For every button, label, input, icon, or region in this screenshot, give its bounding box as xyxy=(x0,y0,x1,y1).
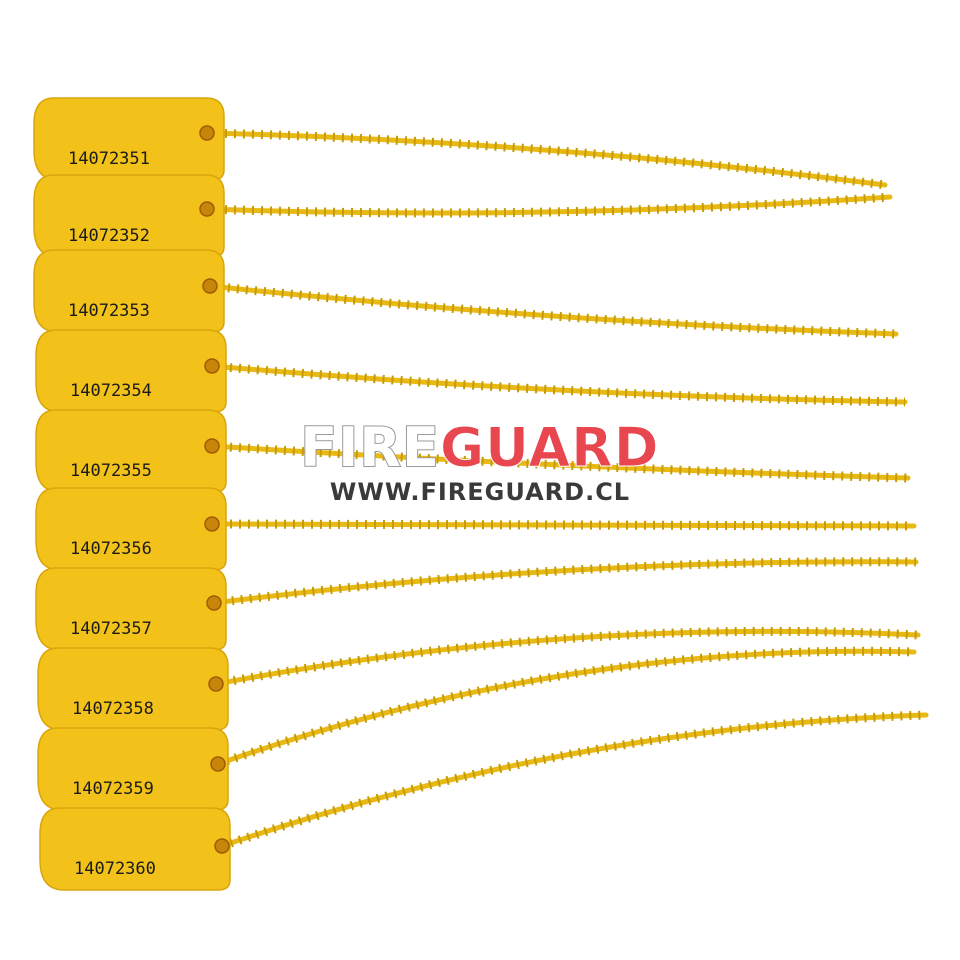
seal-serial: 14072360 xyxy=(74,859,156,879)
seal-serial: 14072352 xyxy=(68,226,150,246)
seal-9: 14072359 xyxy=(37,646,917,811)
seal-serial: 14072359 xyxy=(72,779,154,799)
strap-ridges xyxy=(206,128,886,190)
strap xyxy=(219,712,929,849)
strap xyxy=(213,628,921,687)
strap xyxy=(204,130,888,188)
seal-serial: 14072354 xyxy=(70,381,152,401)
seal-serial: 14072357 xyxy=(70,619,152,639)
strap-ridges xyxy=(220,710,927,851)
seal-serial: 14072353 xyxy=(68,301,150,321)
seal-5: 14072355 xyxy=(35,409,911,493)
seal-hole xyxy=(204,516,220,532)
strap-ridges xyxy=(213,557,917,608)
seal-hole xyxy=(210,756,226,772)
seal-8: 14072358 xyxy=(37,626,921,731)
seal-7: 14072357 xyxy=(35,557,919,651)
seal-1: 14072351 xyxy=(33,97,888,190)
strap xyxy=(215,648,917,767)
seal-hole xyxy=(199,201,215,217)
strap-ridges xyxy=(209,281,897,339)
strap xyxy=(207,283,899,337)
seal-3: 14072353 xyxy=(33,249,899,339)
strap xyxy=(204,194,893,216)
seal-2: 14072352 xyxy=(33,174,893,258)
seal-serial: 14072355 xyxy=(70,461,152,481)
seal-4: 14072354 xyxy=(35,329,908,413)
strap xyxy=(209,363,908,405)
seal-hole xyxy=(202,278,218,294)
strap-ridges xyxy=(211,519,915,531)
strap-ridges xyxy=(211,361,906,407)
seal-hole xyxy=(214,838,230,854)
seal-hole xyxy=(204,358,220,374)
strap xyxy=(209,443,911,481)
seal-hole xyxy=(208,676,224,692)
strap-ridges xyxy=(206,192,891,218)
seal-6: 14072356 xyxy=(35,487,917,571)
seal-10: 14072360 xyxy=(39,710,929,891)
seal-serial: 14072358 xyxy=(72,699,154,719)
seal-serial: 14072351 xyxy=(68,149,150,169)
seal-serial: 14072356 xyxy=(70,539,152,559)
seal-hole xyxy=(204,438,220,454)
seal-tag xyxy=(39,807,231,891)
seal-hole xyxy=(199,125,215,141)
seal-hole xyxy=(206,595,222,611)
